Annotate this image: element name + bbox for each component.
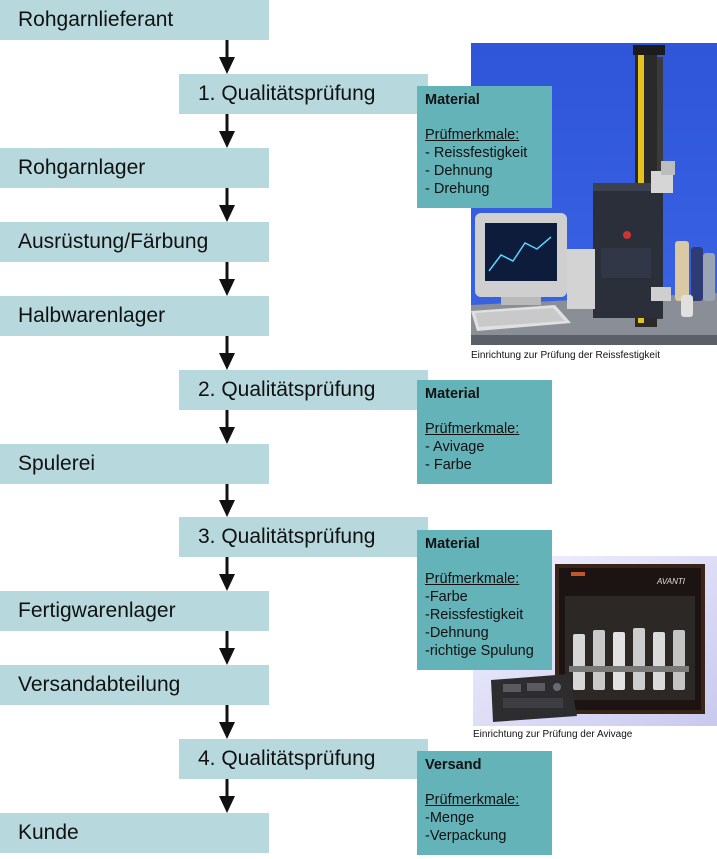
step-fertigwarenlager: Fertigwarenlager	[0, 591, 269, 631]
panel-title: Material	[425, 536, 480, 552]
panel-label: Prüfmerkmale:	[425, 792, 520, 808]
avivage-device-caption: Einrichtung zur Prüfung der Avivage	[473, 729, 633, 740]
panel-quality-check-1: Material Prüfmerkmale: - Reissfestigkeit…	[417, 86, 552, 208]
quality-check-1: 1. Qualitätsprüfung	[179, 74, 428, 114]
step-rohgarnlieferant: Rohgarnlieferant	[0, 0, 269, 40]
panel-item: -Verpackung	[425, 828, 507, 844]
step-spulerei: Spulerei	[0, 444, 269, 484]
arrow-down-icon	[219, 631, 235, 665]
arrow-down-icon	[219, 336, 235, 370]
avivage-device-photo: AVANTI	[473, 556, 717, 726]
step-kunde: Kunde	[0, 813, 269, 853]
panel-item: -Dehnung	[425, 625, 489, 641]
arrow-down-icon	[219, 484, 235, 517]
step-versandabteilung: Versandabteilung	[0, 665, 269, 705]
quality-check-2: 2. Qualitätsprüfung	[179, 370, 428, 410]
panel-item: -richtige Spulung	[425, 643, 534, 659]
panel-quality-check-3: Material Prüfmerkmale: -Farbe -Reissfest…	[417, 530, 552, 670]
panel-item: -Menge	[425, 810, 475, 826]
arrow-down-icon	[219, 262, 235, 296]
arrow-down-icon	[219, 114, 235, 148]
panel-quality-check-4: Versand Prüfmerkmale: -Menge -Verpackung	[417, 751, 552, 855]
panel-title: Material	[425, 386, 480, 402]
step-rohgarnlager: Rohgarnlager	[0, 148, 269, 188]
panel-item: - Reissfestigkeit	[425, 145, 528, 161]
panel-item: - Avivage	[425, 439, 485, 455]
arrow-down-icon	[219, 410, 235, 444]
avivage-brand-label: AVANTI	[656, 577, 686, 586]
panel-item: - Farbe	[425, 457, 472, 473]
step-ausruestung-faerbung: Ausrüstung/Färbung	[0, 222, 269, 262]
step-halbwarenlager: Halbwarenlager	[0, 296, 269, 336]
panel-title: Versand	[425, 757, 482, 773]
arrow-down-icon	[219, 557, 235, 591]
arrow-down-icon	[219, 188, 235, 222]
tensile-tester-caption: Einrichtung zur Prüfung der Reissfestigk…	[471, 350, 660, 361]
quality-check-3: 3. Qualitätsprüfung	[179, 517, 428, 557]
panel-quality-check-2: Material Prüfmerkmale: - Avivage - Farbe	[417, 380, 552, 484]
panel-label: Prüfmerkmale:	[425, 127, 520, 143]
arrow-down-icon	[219, 779, 235, 813]
panel-item: -Farbe	[425, 589, 468, 605]
panel-title: Material	[425, 92, 480, 108]
panel-item: - Drehung	[425, 181, 490, 197]
arrow-down-icon	[219, 40, 235, 74]
panel-label: Prüfmerkmale:	[425, 421, 520, 437]
panel-item: -Reissfestigkeit	[425, 607, 524, 623]
arrow-down-icon	[219, 705, 235, 739]
panel-item: - Dehnung	[425, 163, 493, 179]
quality-check-4: 4. Qualitätsprüfung	[179, 739, 428, 779]
panel-label: Prüfmerkmale:	[425, 571, 520, 587]
